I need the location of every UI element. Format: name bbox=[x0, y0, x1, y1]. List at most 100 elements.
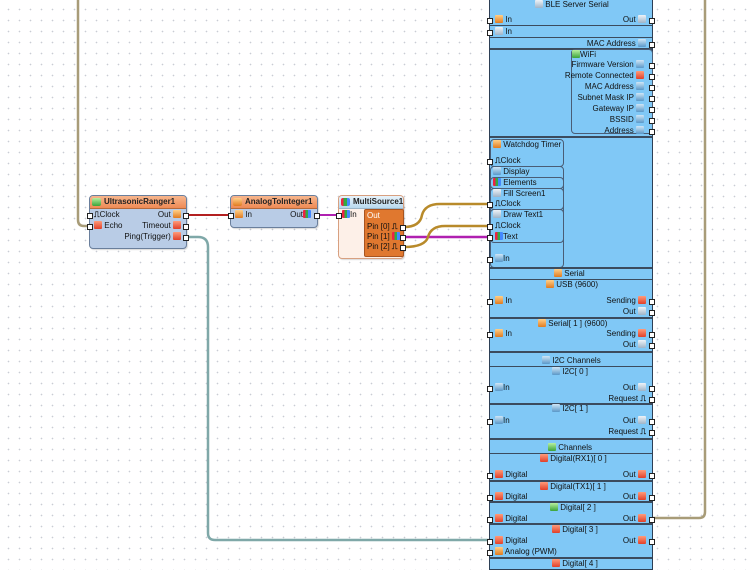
board-component[interactable]: BLE Server Serial In Out In MAC Address … bbox=[487, 0, 655, 570]
ms-in-pin[interactable] bbox=[336, 213, 342, 219]
i2c-icon bbox=[542, 356, 550, 364]
analog-to-integer-component[interactable]: AnalogToInteger1 In Out bbox=[228, 195, 320, 228]
digital-icon bbox=[638, 492, 646, 500]
serial1-in-pin[interactable] bbox=[487, 332, 493, 338]
wifi-pin[interactable] bbox=[649, 85, 655, 91]
d3-analog-pin[interactable] bbox=[487, 550, 493, 556]
echo-pin[interactable] bbox=[87, 224, 93, 230]
multisource-header[interactable]: MultiSource1 bbox=[339, 196, 403, 209]
digital-icon bbox=[638, 514, 646, 522]
binary-icon bbox=[638, 15, 646, 23]
ble-in1-pin[interactable] bbox=[487, 18, 493, 24]
ms-pin2[interactable] bbox=[400, 245, 406, 251]
usb-in-pin[interactable] bbox=[487, 299, 493, 305]
d0-out-row: Out bbox=[623, 470, 646, 480]
d3-out-pin[interactable] bbox=[649, 539, 655, 545]
serial1-out-pin[interactable] bbox=[649, 343, 655, 349]
wifi-title-row: WiFi bbox=[572, 50, 596, 60]
wifi-item: MAC Address bbox=[585, 82, 644, 92]
fill-clock-pin[interactable] bbox=[487, 202, 493, 208]
serial1-sending-pin[interactable] bbox=[649, 332, 655, 338]
d2-out-row: Out bbox=[623, 514, 646, 524]
watchdog-group[interactable] bbox=[490, 139, 564, 167]
multisource-title: MultiSource1 bbox=[353, 197, 404, 206]
binary-icon bbox=[638, 416, 646, 424]
i2c1-request-pin[interactable] bbox=[649, 430, 655, 436]
wifi-pin[interactable] bbox=[649, 74, 655, 80]
a2i-in-pin[interactable] bbox=[228, 213, 234, 219]
channels-icon bbox=[548, 443, 556, 451]
ultrasonic-ranger-component[interactable]: UltrasonicRanger1 ⎍Clock Echo Out Timeou… bbox=[87, 195, 189, 249]
i2c1-in-pin[interactable] bbox=[487, 419, 493, 425]
analog-to-integer-header[interactable]: AnalogToInteger1 bbox=[231, 196, 317, 209]
ble-mac-pin[interactable] bbox=[649, 42, 655, 48]
wire-digital2-out[interactable] bbox=[652, 0, 707, 520]
ms-pin0[interactable] bbox=[400, 225, 406, 231]
display-title-row: Display bbox=[493, 167, 529, 177]
i2c0-request-row: Request ⎍ bbox=[608, 394, 646, 403]
wire-pin0-clock[interactable] bbox=[403, 202, 490, 229]
digital-icon bbox=[540, 482, 548, 490]
ultrasonic-ranger-title: UltrasonicRanger1 bbox=[104, 197, 176, 206]
d3-in-row: Digital bbox=[495, 536, 527, 546]
ping-trigger-pin[interactable] bbox=[183, 235, 189, 241]
d3-in-pin[interactable] bbox=[487, 539, 493, 545]
digital-icon bbox=[638, 296, 646, 304]
watchdog-icon bbox=[493, 140, 501, 148]
out-pin[interactable] bbox=[183, 213, 189, 219]
wifi-item: Remote Connected bbox=[565, 71, 644, 81]
ble-out-pin[interactable] bbox=[649, 18, 655, 24]
i2c0-request-pin[interactable] bbox=[649, 397, 655, 403]
digital-icon bbox=[495, 514, 503, 522]
wire-echo[interactable] bbox=[76, 0, 90, 228]
a2i-out-pin[interactable] bbox=[314, 213, 320, 219]
wire-ping-digital3[interactable] bbox=[187, 235, 490, 542]
wifi-pin[interactable] bbox=[649, 129, 655, 135]
clock-pin[interactable] bbox=[87, 213, 93, 219]
draw-clock-pin[interactable] bbox=[487, 224, 493, 230]
d1-in-pin[interactable] bbox=[487, 495, 493, 501]
ble-in2-pin[interactable] bbox=[487, 30, 493, 36]
elements-icon bbox=[493, 178, 501, 186]
ms-pin1[interactable] bbox=[400, 235, 406, 241]
d0-title-row: Digital(RX1)[ 0 ] bbox=[540, 454, 607, 464]
i2c0-out-pin[interactable] bbox=[649, 386, 655, 392]
wifi-pin[interactable] bbox=[649, 96, 655, 102]
wifi-pin[interactable] bbox=[649, 107, 655, 113]
watchdog-clock-row: ⎍Clock bbox=[495, 156, 521, 165]
wire-pin2-clock[interactable] bbox=[403, 224, 490, 249]
d3-out-row: Out bbox=[623, 536, 646, 546]
clock-icon: ⎍ bbox=[495, 221, 501, 230]
watchdog-clock-pin[interactable] bbox=[487, 159, 493, 165]
network-icon bbox=[636, 93, 644, 101]
serial1-title-row: Serial[ 1 ] (9600) bbox=[538, 319, 607, 329]
i2c0-in-pin[interactable] bbox=[487, 386, 493, 392]
channels-title-row: Channels bbox=[548, 443, 592, 453]
text-icon bbox=[493, 210, 501, 218]
serial-title-row: Serial bbox=[554, 269, 585, 279]
pin-timeout-row: Timeout bbox=[142, 221, 181, 231]
draw-text-pin[interactable] bbox=[487, 235, 493, 241]
d1-out-pin[interactable] bbox=[649, 495, 655, 501]
a2i-out-row: Out bbox=[290, 210, 311, 220]
usb-out-pin[interactable] bbox=[649, 310, 655, 316]
d2-out-pin[interactable] bbox=[649, 517, 655, 523]
display-in-pin[interactable] bbox=[487, 257, 493, 263]
wifi-pin[interactable] bbox=[649, 118, 655, 124]
wifi-pin[interactable] bbox=[649, 63, 655, 69]
d0-in-pin[interactable] bbox=[487, 473, 493, 479]
d1-title-row: Digital(TX1)[ 1 ] bbox=[540, 482, 606, 492]
i2c1-out-pin[interactable] bbox=[649, 419, 655, 425]
ultrasonic-ranger-header[interactable]: UltrasonicRanger1 bbox=[90, 196, 186, 209]
i2c-icon bbox=[495, 416, 503, 424]
d0-out-pin[interactable] bbox=[649, 473, 655, 479]
digital-icon bbox=[495, 536, 503, 544]
pin-ping-row: Ping(Trigger) bbox=[124, 232, 181, 242]
multisource-component[interactable]: MultiSource1 In Out Pin [0] ⎍ Pin [1] Pi… bbox=[336, 195, 406, 259]
bluetooth-icon bbox=[535, 0, 543, 8]
i2c1-request-row: Request ⎍ bbox=[608, 427, 646, 436]
timeout-pin[interactable] bbox=[183, 224, 189, 230]
usb-sending-pin[interactable] bbox=[649, 299, 655, 305]
d2-in-pin[interactable] bbox=[487, 517, 493, 523]
pin-clock-row: ⎍Clock bbox=[94, 210, 120, 219]
